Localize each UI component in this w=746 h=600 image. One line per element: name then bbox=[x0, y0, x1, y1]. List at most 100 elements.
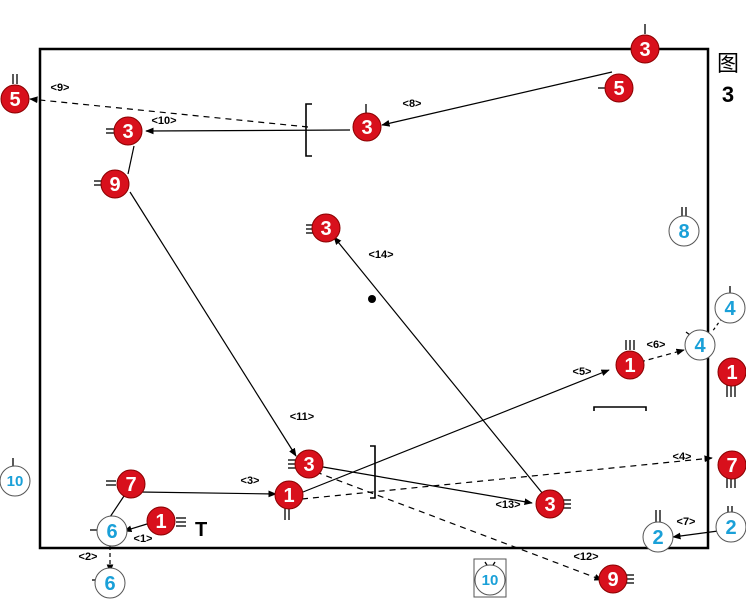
start-marker: T bbox=[195, 519, 207, 541]
player-r1-far-right: 1 bbox=[717, 357, 746, 387]
pass-label-2: <2> bbox=[79, 551, 98, 563]
red-player-marker bbox=[717, 357, 746, 387]
player-number: 3 bbox=[544, 494, 555, 516]
player-b2-left: 2 bbox=[642, 521, 674, 553]
figure-label-char: 图 bbox=[716, 52, 739, 77]
red-player-marker bbox=[100, 169, 130, 199]
pass-label-11: <11> bbox=[290, 411, 314, 423]
player-r3-center: 3 bbox=[311, 213, 341, 243]
pass-14 bbox=[333, 236, 544, 495]
red-player-marker bbox=[146, 506, 176, 536]
player-number: 3 bbox=[639, 39, 650, 61]
player-r1-bottom-left: 1 bbox=[146, 506, 176, 536]
player-number: 3 bbox=[361, 117, 372, 139]
pass-label-10: <10> bbox=[151, 115, 176, 127]
player-r9-left: 9 bbox=[100, 169, 130, 199]
player-number: 1 bbox=[283, 485, 294, 507]
bracket-lower bbox=[370, 445, 376, 499]
red-player-marker bbox=[535, 489, 565, 519]
red-player-marker bbox=[615, 350, 645, 380]
player-b6: 6 bbox=[96, 515, 128, 547]
pass-11 bbox=[129, 191, 297, 457]
player-r3-left: 3 bbox=[113, 116, 143, 146]
player-number: 10 bbox=[482, 572, 499, 589]
player-number: 3 bbox=[303, 454, 314, 476]
blue-player-marker bbox=[642, 521, 674, 553]
player-number: 10 bbox=[7, 473, 24, 490]
player-r1-right: 1 bbox=[615, 350, 645, 380]
player-b6-below: 6 bbox=[94, 567, 126, 599]
player-b10-box: 10 bbox=[474, 564, 506, 596]
blue-player-marker bbox=[474, 564, 506, 596]
player-b2-right: 2 bbox=[715, 511, 746, 543]
pass-label-14: <14> bbox=[368, 249, 393, 261]
pass-label-7: <7> bbox=[677, 516, 696, 528]
run-9-to-3 bbox=[127, 145, 135, 175]
pass-label-6: <6> bbox=[647, 339, 666, 351]
blue-player-marker bbox=[96, 515, 128, 547]
blue-player-marker bbox=[94, 567, 126, 599]
player-number: 3 bbox=[320, 218, 331, 240]
player-number: 7 bbox=[125, 474, 136, 496]
red-player-marker bbox=[717, 450, 746, 480]
player-number: 6 bbox=[106, 521, 117, 543]
red-player-marker bbox=[274, 480, 304, 510]
scale-bar bbox=[593, 406, 647, 411]
red-player-marker bbox=[604, 73, 634, 103]
player-r3-lower: 3 bbox=[294, 449, 324, 479]
pass-label-9: <9> bbox=[51, 82, 70, 94]
player-number: 4 bbox=[694, 335, 706, 357]
player-b4: 4 bbox=[684, 329, 716, 361]
pass-1 bbox=[123, 523, 148, 533]
player-number: 4 bbox=[724, 298, 736, 320]
blue-player-marker bbox=[684, 329, 716, 361]
player-r5-top: 5 bbox=[604, 73, 634, 103]
pass-label-13: <13> bbox=[495, 499, 520, 511]
ball bbox=[368, 295, 376, 303]
bracket-top bbox=[305, 103, 312, 157]
player-number: 2 bbox=[652, 527, 663, 549]
blue-player-marker bbox=[714, 292, 746, 324]
player-number: 6 bbox=[104, 573, 115, 595]
player-number: 7 bbox=[726, 455, 737, 477]
player-r3-bottom-right: 3 bbox=[535, 489, 565, 519]
player-r7-right: 7 bbox=[717, 450, 746, 480]
player-r5-left: 5 bbox=[0, 84, 30, 114]
player-number: 1 bbox=[726, 362, 737, 384]
blue-player-marker bbox=[0, 465, 31, 497]
red-player-marker bbox=[294, 449, 324, 479]
run-6 bbox=[639, 348, 685, 363]
player-r3-top: 3 bbox=[630, 34, 660, 64]
red-player-marker bbox=[630, 34, 660, 64]
red-player-marker bbox=[0, 84, 30, 114]
movement-lines bbox=[29, 71, 723, 581]
player-r9-bottom: 9 bbox=[598, 564, 628, 594]
red-player-marker bbox=[352, 112, 382, 142]
pass-label-5: <5> bbox=[573, 366, 592, 378]
figure-label-num: 3 bbox=[721, 82, 735, 107]
blue-player-marker bbox=[715, 511, 746, 543]
player-number: 1 bbox=[624, 355, 635, 377]
figure-label: 图 3 bbox=[713, 52, 743, 108]
player-b8: 8 bbox=[668, 215, 700, 247]
player-number: 5 bbox=[9, 89, 20, 111]
field-boundary bbox=[38, 47, 710, 550]
blue-player-marker bbox=[668, 215, 700, 247]
pass-7 bbox=[672, 530, 719, 540]
player-number: 2 bbox=[725, 517, 736, 539]
player-number: 9 bbox=[607, 569, 618, 591]
pass-8 bbox=[381, 71, 613, 127]
player-r1-lower: 1 bbox=[274, 480, 304, 510]
player-number: 8 bbox=[678, 221, 689, 243]
red-player-marker bbox=[116, 469, 146, 499]
run-9 bbox=[29, 96, 309, 128]
pass-5 bbox=[302, 369, 610, 493]
pass-13 bbox=[322, 466, 533, 506]
red-player-marker bbox=[113, 116, 143, 146]
pass-3 bbox=[139, 490, 277, 498]
red-player-marker bbox=[598, 564, 628, 594]
pass-label-8: <8> bbox=[403, 98, 422, 110]
b4-run bbox=[711, 317, 723, 333]
